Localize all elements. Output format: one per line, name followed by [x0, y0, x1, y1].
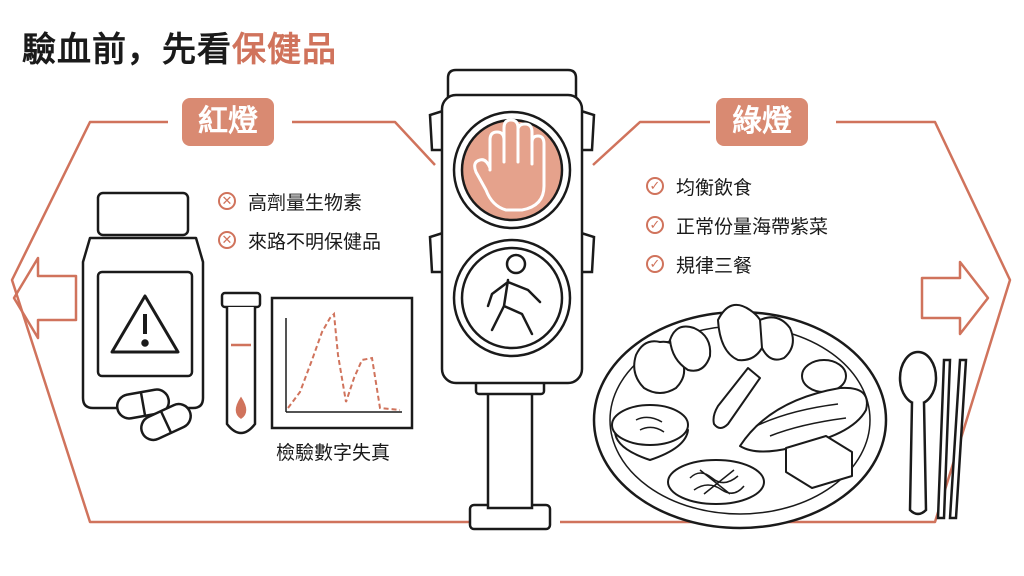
green-light-list: ✓ 均衡飲食 ✓ 正常份量海帶紫菜 ✓ 規律三餐	[646, 173, 828, 290]
food-plate-icon	[592, 303, 888, 530]
list-item-label: 正常份量海帶紫菜	[676, 215, 829, 238]
chart-caption: 檢驗數字失真	[276, 442, 391, 464]
check-circle-icon: ✓	[646, 216, 664, 234]
chopsticks-icon	[936, 358, 968, 520]
right-frame	[560, 120, 1012, 524]
list-item: ✓ 規律三餐	[646, 251, 828, 277]
list-item-label: 均衡飲食	[676, 176, 753, 199]
title-highlight: 保健品	[232, 30, 337, 70]
list-item: ✕ 來路不明保健品	[218, 227, 381, 253]
list-item: ✕ 高劑量生物素	[218, 188, 381, 214]
list-item-label: 規律三餐	[676, 254, 753, 277]
distorted-chart-icon	[270, 296, 414, 430]
traffic-light	[428, 68, 596, 531]
walking-person-icon	[486, 253, 542, 336]
test-tube-icon	[220, 291, 262, 435]
supplement-bottle-icon	[81, 191, 205, 410]
left-frame	[10, 120, 470, 524]
spoon-icon	[898, 350, 938, 516]
right-arrow-icon	[920, 260, 990, 336]
check-circle-icon: ✓	[646, 255, 664, 273]
capsule-icon	[115, 388, 192, 442]
red-light-badge: 紅燈	[182, 98, 274, 146]
left-arrow-icon	[12, 256, 78, 340]
list-item: ✓ 均衡飲食	[646, 173, 828, 199]
page-title: 驗血前，先看保健品	[22, 22, 337, 71]
x-circle-icon: ✕	[218, 192, 236, 210]
stop-hand-icon	[473, 118, 546, 212]
red-light-list: ✕ 高劑量生物素 ✕ 來路不明保健品	[218, 188, 381, 266]
list-item-label: 高劑量生物素	[248, 191, 363, 214]
list-item-label: 來路不明保健品	[248, 230, 382, 253]
title-main: 驗血前，先看	[22, 30, 232, 70]
list-item: ✓ 正常份量海帶紫菜	[646, 212, 828, 238]
green-light-badge: 綠燈	[716, 98, 808, 146]
x-circle-icon: ✕	[218, 231, 236, 249]
check-circle-icon: ✓	[646, 177, 664, 195]
